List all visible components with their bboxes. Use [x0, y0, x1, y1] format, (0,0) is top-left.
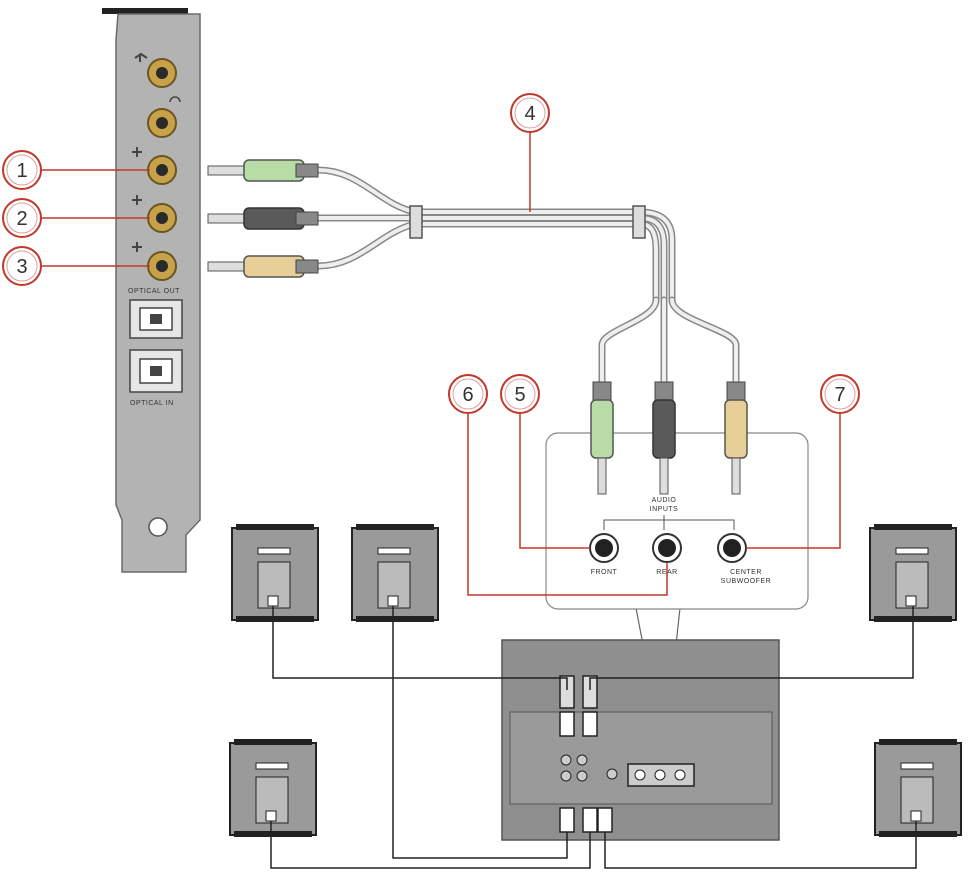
callout-4-label: 4 [524, 103, 535, 125]
callout-4: 4 [510, 93, 550, 133]
inset-jack-front [589, 533, 619, 563]
optical-in-label: OPTICAL IN [130, 400, 174, 407]
callout-1-label: 1 [16, 160, 27, 182]
callout-3-label: 3 [16, 256, 27, 278]
inset-title-line1: AUDIO [652, 497, 677, 504]
cable-bundle [314, 166, 740, 389]
inset-jack-rear [652, 533, 682, 563]
callout-7-label: 7 [834, 384, 845, 406]
callout-6-label: 6 [462, 384, 473, 406]
headphone-icon [134, 52, 148, 62]
inset-jack-center [717, 533, 747, 563]
speaker-front-left [231, 524, 319, 622]
optical-out-label: OPTICAL OUT [128, 288, 180, 295]
speaker-rear-right [874, 739, 962, 837]
plug-black-down [652, 381, 676, 495]
callout-5-label: 5 [514, 384, 525, 406]
optical-in-port-icon [129, 349, 183, 393]
inset-front-label: FRONT [591, 569, 618, 576]
card-jack-front-out [132, 147, 177, 185]
speaker-rear-left [229, 739, 317, 837]
callout-2-label: 2 [16, 208, 27, 230]
speaker-wires [270, 606, 917, 869]
callout-7: 7 [820, 374, 860, 414]
callout-3: 3 [2, 246, 42, 286]
plug-black-left [207, 207, 319, 230]
plug-yellow-left [207, 255, 319, 278]
inset-title-line2: INPUTS [650, 506, 679, 513]
card-jack-center-out [132, 242, 177, 281]
speaker-center [869, 524, 957, 622]
plug-yellow-down [724, 381, 748, 495]
callout-6: 6 [448, 374, 488, 414]
card-jack-rear-out [132, 195, 177, 233]
inset-center-label-1: CENTER [730, 569, 762, 576]
callout-2: 2 [2, 198, 42, 238]
speaker-front-right [351, 524, 439, 622]
inset-center-label-2: SUBWOOFER [721, 578, 771, 585]
cable-tie-left [409, 205, 423, 239]
subwoofer-unit [501, 639, 780, 841]
cable-tie-right [632, 205, 646, 239]
card-jack-2 [147, 96, 181, 138]
card-jack-top [147, 58, 177, 88]
inset-panel [545, 432, 809, 610]
plug-green-down [590, 381, 614, 495]
plug-green-left [207, 159, 319, 182]
callout-5: 5 [500, 374, 540, 414]
inset-bracket [603, 515, 735, 530]
callout-1: 1 [2, 150, 42, 190]
optical-port-icon [129, 299, 183, 339]
